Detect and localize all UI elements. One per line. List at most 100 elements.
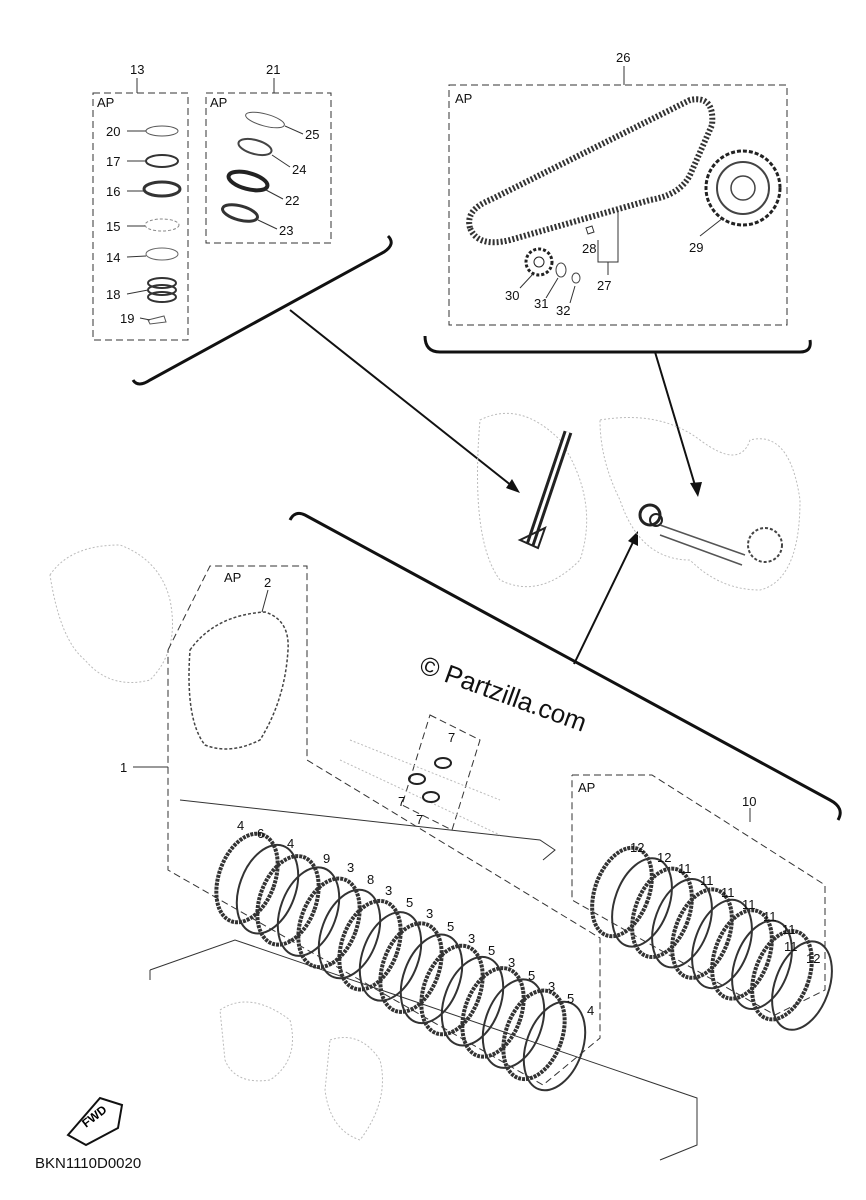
rear-sprocket-icon xyxy=(704,149,782,227)
washer-31-icon xyxy=(555,262,567,278)
friction-plate-icon xyxy=(710,908,774,1001)
label-3: 3 xyxy=(426,906,433,921)
label-5: 5 xyxy=(567,991,574,1006)
label-14: 14 xyxy=(106,250,120,265)
friction-labels: 12 12 11 11 11 11 11 11 11 12 xyxy=(630,840,820,966)
friction-plate-stack xyxy=(590,845,833,1031)
label-3: 3 xyxy=(548,979,555,994)
clutch-plate-icon xyxy=(522,1000,587,1092)
spring-18-icon xyxy=(147,277,177,303)
label-3: 3 xyxy=(508,955,515,970)
clutch-plate-icon xyxy=(296,876,362,970)
clutch-plate-icon xyxy=(317,888,382,980)
label-19: 19 xyxy=(120,311,134,326)
clutch-plate-icon xyxy=(378,921,444,1014)
bolt-7-icon xyxy=(422,791,440,803)
label-11: 11 xyxy=(763,909,777,924)
bolt-7-icon xyxy=(434,757,452,769)
clutch-plate-icon xyxy=(214,831,280,925)
drive-chain-icon xyxy=(466,96,716,246)
friction-plate-icon xyxy=(771,940,833,1031)
arrow-head-icon xyxy=(628,531,638,546)
label-17: 17 xyxy=(106,154,120,169)
label-31: 31 xyxy=(534,296,548,311)
label-5: 5 xyxy=(528,968,535,983)
ghost-engine-illustration xyxy=(49,412,801,1141)
label-4: 4 xyxy=(587,1003,594,1018)
watermark: © Partzilla.com xyxy=(416,649,591,737)
diagram-code: BKN1110D0020 xyxy=(35,1155,141,1172)
friction-plate-icon xyxy=(590,845,654,939)
kit-26-box: 26 AP 28 29 27 30 31 32 xyxy=(448,50,788,326)
clutch-plate-icon xyxy=(337,898,403,992)
kit-13-box: 13 AP 20 17 16 15 14 18 19 xyxy=(92,62,189,341)
label-4: 4 xyxy=(237,818,244,833)
friction-plate-icon xyxy=(611,857,673,948)
small-parts-7-box: 7 7 7 xyxy=(339,714,501,836)
label-11: 11 xyxy=(784,939,798,954)
friction-plate-icon xyxy=(731,919,793,1011)
label-7: 7 xyxy=(416,812,423,827)
ap-label-26: AP xyxy=(455,91,472,106)
label-11: 11 xyxy=(721,885,735,900)
label-11: 11 xyxy=(700,873,714,888)
fork-icon xyxy=(517,430,573,550)
clutch-plate-icon xyxy=(460,966,526,1059)
label-5: 5 xyxy=(488,943,495,958)
fwd-arrow-icon: FWD xyxy=(66,1096,124,1147)
label-11: 11 xyxy=(742,897,756,912)
label-23: 23 xyxy=(279,223,293,238)
clutch-plate-icon xyxy=(358,911,423,1002)
label-6: 6 xyxy=(257,826,264,841)
ap-label-10: AP xyxy=(578,780,595,795)
friction-plate-icon xyxy=(750,928,814,1022)
ring-14-icon xyxy=(145,247,179,261)
label-28: 28 xyxy=(582,241,596,256)
label-20: 20 xyxy=(106,124,120,139)
clutch-plate-icon xyxy=(235,843,300,935)
label-4: 4 xyxy=(287,836,294,851)
label-25: 25 xyxy=(305,127,319,142)
friction-plate-icon xyxy=(670,887,734,980)
label-18: 18 xyxy=(106,287,120,302)
bolt-7-icon xyxy=(408,773,426,785)
label-10: 10 xyxy=(742,794,756,809)
kit-21-box: 21 AP 25 24 22 23 xyxy=(205,62,332,244)
label-15: 15 xyxy=(106,219,120,234)
kit-1-box: 1 AP 2 xyxy=(120,565,698,1161)
leader-lines xyxy=(131,234,842,821)
label-22: 22 xyxy=(285,193,299,208)
clip-19-icon xyxy=(147,315,167,325)
gasket-2-icon xyxy=(188,611,289,750)
ring-17-icon xyxy=(145,154,179,168)
clutch-plate-stack xyxy=(214,831,587,1092)
label-12: 12 xyxy=(657,850,671,865)
label-32: 32 xyxy=(556,303,570,318)
seal-25-icon xyxy=(245,111,285,129)
label-9: 9 xyxy=(323,851,330,866)
kit-10-box: 10 AP xyxy=(571,774,826,1016)
ring-16-icon xyxy=(142,180,182,198)
label-3: 3 xyxy=(468,931,475,946)
ap-label-21: AP xyxy=(210,95,227,110)
bearing-22-icon xyxy=(226,169,270,193)
label-11: 11 xyxy=(678,861,692,876)
label-26: 26 xyxy=(616,50,630,65)
label-30: 30 xyxy=(505,288,519,303)
label-5: 5 xyxy=(447,919,454,934)
label-12: 12 xyxy=(630,840,644,855)
nut-32-icon xyxy=(571,272,581,284)
ring-20-icon xyxy=(145,125,179,137)
clutch-plate-icon xyxy=(276,866,341,957)
clutch-plate-icon xyxy=(399,933,464,1025)
ring-15-icon xyxy=(144,218,180,232)
label-3: 3 xyxy=(385,883,392,898)
friction-plate-icon xyxy=(630,866,694,960)
clutch-plate-icon xyxy=(481,978,546,1069)
ap-label-13: AP xyxy=(97,95,114,110)
clutch-labels: 4 6 4 9 3 8 3 5 3 5 3 5 3 5 3 5 4 xyxy=(237,818,594,1018)
label-1: 1 xyxy=(120,760,127,775)
label-29: 29 xyxy=(689,240,703,255)
label-3: 3 xyxy=(347,860,354,875)
